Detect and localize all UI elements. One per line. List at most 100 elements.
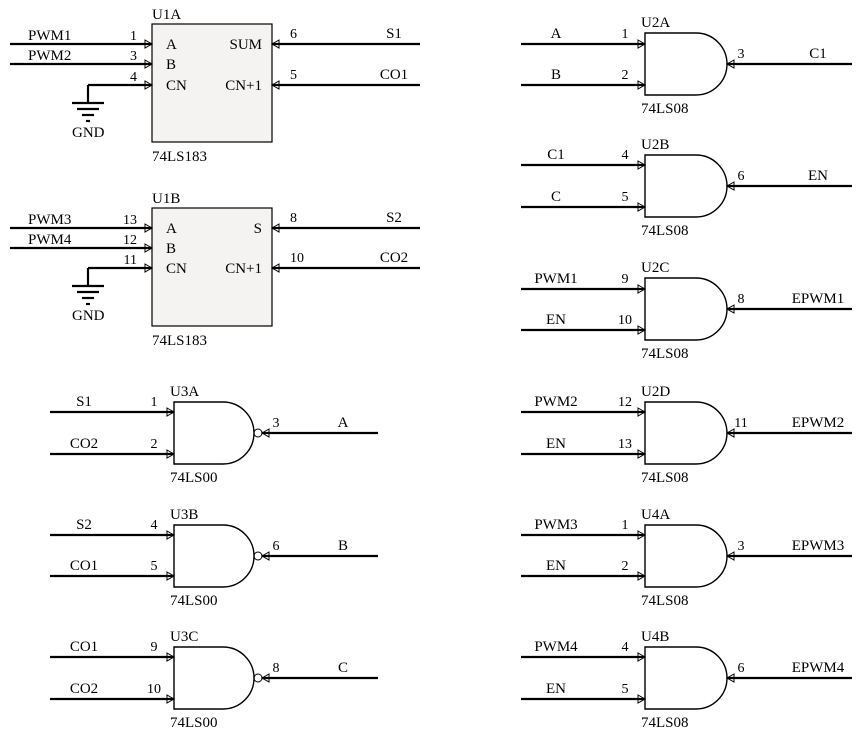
inversion-bubble-icon [254, 429, 262, 437]
and-gate-u2c: U2C74LS089PWM110EN8EPWM1 [521, 260, 852, 362]
output-net-label: CO2 [380, 250, 408, 266]
pin-number: 8 [738, 292, 745, 307]
and-gate-icon [645, 647, 727, 709]
component-part: 74LS183 [152, 333, 207, 349]
pin-number: 6 [290, 27, 297, 42]
pin-function-label: S [254, 221, 262, 237]
and-gate-u2d: U2D74LS0812PWM213EN11EPWM2 [521, 384, 852, 486]
pin-number: 6 [273, 539, 280, 554]
component-ref: U2B [641, 137, 669, 153]
adder-u1a: U1A74LS183PWM11APWM23BGND4CN6SUMS15CN+1C… [10, 7, 420, 165]
pin-number: 8 [273, 661, 280, 676]
output-net-label: EPWM4 [792, 660, 845, 676]
pin-number: 13 [618, 437, 632, 452]
input-net-label: S1 [76, 394, 92, 410]
output-net-label: EN [808, 168, 828, 184]
and-gate-icon [645, 525, 727, 587]
pin-number: 5 [290, 68, 297, 83]
pin-number: 11 [734, 416, 747, 431]
inversion-bubble-icon [254, 552, 262, 560]
component-part: 74LS00 [170, 593, 218, 609]
pin-function-label: CN+1 [225, 78, 262, 94]
input-net-label: PWM2 [28, 48, 71, 64]
pin-number: 1 [622, 518, 629, 533]
pin-number: 4 [130, 70, 137, 85]
nand-gate-icon [174, 647, 254, 709]
and-gate-u2b: U2B 74LS08 4 C1 5 C 6 EN [521, 137, 852, 239]
and-gates-layer: U2A74LS081A2B3C1U2B74LS084C15C6ENU2C74LS… [521, 15, 852, 731]
component-part: 74LS00 [170, 715, 218, 731]
component-part: 74LS00 [170, 470, 218, 486]
pin-number: 4 [622, 148, 629, 163]
ground-label: GND [72, 125, 105, 141]
output-net-label: CO1 [380, 67, 408, 83]
input-net-label: CO1 [70, 639, 98, 655]
pin-number: 1 [622, 27, 629, 42]
and-gate-u4a: U4A74LS081PWM32EN3EPWM3 [521, 507, 852, 609]
adder-u1b: U1B74LS183PWM313APWM412BGND11CN8SS210CN+… [10, 191, 420, 349]
component-part: 74LS08 [641, 101, 689, 117]
input-net-label: PWM3 [28, 212, 71, 228]
nand-gate-icon [174, 525, 254, 587]
input-net-label: PWM2 [534, 394, 577, 410]
input-net-label: CO1 [70, 558, 98, 574]
component-ref: U3B [170, 507, 198, 523]
pin-number: 4 [622, 640, 629, 655]
component-part: 74LS08 [641, 593, 689, 609]
pin-function-label: CN [166, 78, 187, 94]
component-ref: U2A [641, 15, 670, 31]
pin-function-label: CN+1 [225, 261, 262, 277]
input-net-label: PWM4 [534, 639, 578, 655]
input-net-label: C [551, 189, 561, 205]
nand-gate-icon [174, 402, 254, 464]
output-net-label: B [338, 538, 348, 554]
pin-number: 6 [738, 661, 745, 676]
and-gate-icon [645, 402, 727, 464]
input-net-label: S2 [76, 517, 92, 533]
pin-number: 5 [151, 559, 158, 574]
component-ref: U1A [152, 7, 181, 23]
pin-number: 10 [147, 682, 161, 697]
input-net-label: PWM3 [534, 517, 577, 533]
pin-number: 11 [124, 253, 137, 268]
pin-number: 10 [618, 313, 632, 328]
pin-number: 13 [123, 213, 137, 228]
output-net-label: C1 [809, 46, 827, 62]
input-net-label: EN [546, 681, 566, 697]
pin-number: 2 [622, 68, 629, 83]
pin-number: 6 [738, 169, 745, 184]
component-part: 74LS08 [641, 223, 689, 239]
nand-gates-layer: U3A74LS001S12CO23AU3B74LS004S25CO16BU3C7… [50, 384, 378, 731]
pin-number: 8 [290, 211, 297, 226]
nand-gate-u3b: U3B 74LS00 4 S2 5 CO1 6 B [50, 507, 378, 609]
component-part: 74LS08 [641, 346, 689, 362]
ground-label: GND [72, 308, 105, 324]
component-ref: U2C [641, 260, 669, 276]
pin-number: 12 [618, 395, 632, 410]
input-net-label: CO2 [70, 436, 98, 452]
input-net-label: EN [546, 558, 566, 574]
pin-number: 5 [622, 682, 629, 697]
pin-function-label: B [166, 241, 176, 257]
component-part: 74LS08 [641, 470, 689, 486]
component-part: 74LS08 [641, 715, 689, 731]
input-net-label: PWM1 [28, 28, 71, 44]
pin-number: 4 [151, 518, 158, 533]
pin-number: 9 [151, 640, 158, 655]
component-part: 74LS183 [152, 149, 207, 165]
pin-number: 5 [622, 190, 629, 205]
output-net-label: A [338, 415, 349, 431]
pin-number: 3 [130, 49, 137, 64]
pin-number: 3 [738, 47, 745, 62]
input-net-label: PWM1 [534, 271, 577, 287]
output-net-label: EPWM3 [792, 538, 845, 554]
and-gate-u4b: U4B74LS084PWM45EN6EPWM4 [521, 629, 852, 731]
inversion-bubble-icon [254, 674, 262, 682]
output-net-label: S1 [386, 26, 402, 42]
pin-number: 1 [130, 29, 137, 44]
output-net-label: EPWM2 [792, 415, 845, 431]
pin-number: 12 [123, 233, 137, 248]
input-net-label: C1 [547, 147, 565, 163]
pin-function-label: A [166, 221, 177, 237]
